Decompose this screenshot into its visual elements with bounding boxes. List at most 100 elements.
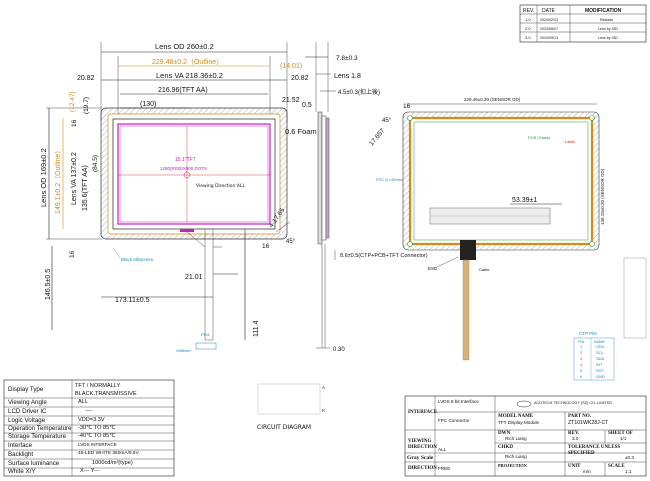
tb-interface-value: LVDS 8 bit Interface [438, 399, 479, 404]
date-header: DATE [542, 8, 556, 14]
spec-label-viewing-angle: Viewing Angle [8, 399, 47, 406]
tb-direction-label: DIRECTION [408, 466, 437, 471]
dim-top-16: 16 [71, 119, 78, 127]
tb-part-value: ZT101WK28J-CT [568, 420, 609, 426]
dim-side-bottom: 0.30 [333, 347, 345, 353]
tb-direction-value: FREE [438, 466, 451, 471]
pin-row-4-pin: 4 [580, 362, 583, 367]
dim-tft-aa-w: 216.96(TFT AA) [158, 87, 208, 94]
pcb-note: PCB (Glass) [528, 135, 551, 140]
tb-tolerance-value: ±0.3 [625, 455, 634, 460]
spec-value-logic-voltage: VDD=3.3V [78, 417, 105, 423]
tb-part-label: PART NO. [568, 414, 591, 419]
dim-tft-aa-h: 135.6(TFT AA) [82, 165, 89, 211]
spec-label-interface: Interface [8, 442, 33, 449]
tb-dwn-label: DWN [498, 431, 511, 436]
dim-total-h: 146.5±0.5 [45, 269, 52, 300]
tb-rev-label: REV. [568, 431, 580, 436]
pin-row-5-pin: 5 [580, 368, 583, 373]
spec-label-operation-temp: Operation Temperature [8, 425, 72, 432]
dim-back-16: 16 [403, 103, 411, 110]
pin-table-title: CTP PIN [579, 331, 597, 336]
spec-value-luminance: 1000cd/m²(type) [92, 460, 133, 466]
tb-gray-scale: Gray Scale [407, 455, 434, 461]
tb-scale-value: 1:1 [625, 469, 632, 474]
tb-interface-label: INTERFACE [408, 410, 438, 415]
spec-value-white-xy: X--- Y--- [80, 468, 100, 474]
tb-projection-label: PROJECTION [498, 463, 527, 468]
mod-3: Lens by IGD [598, 36, 618, 40]
date-1: 2024/02/23 [540, 18, 558, 22]
front-view: Lens OD 260±0.2 229.46±0.2（Outline） (14.… [39, 42, 309, 353]
tb-sheet-label: SHEET OF [608, 431, 633, 436]
dim-outline-w: 229.46±0.2（Outline） [152, 58, 223, 66]
dim-half-130: (130) [140, 101, 156, 108]
dim-left-20: 20.82 [77, 75, 95, 82]
rev-1: 1.0 [525, 17, 531, 22]
rev-2: 2.0 [525, 26, 531, 31]
mod-1: Release [600, 18, 613, 22]
tb-chkd-label: CHKD [498, 445, 513, 450]
back-top-label: 229.46±0.20 (SENSOR OD) [464, 97, 521, 102]
dim-outline-h: 149.1±0.2（Outline） [54, 147, 62, 214]
tb-viewing-label: VIEWING DIRECTION [408, 439, 437, 450]
pin-row-5-name: RST [596, 368, 604, 373]
back-side-label: 149.10±0.20 (SENSOR OD) [600, 168, 605, 225]
pin-row-3-pin: 3 [580, 356, 583, 361]
side-view: 7.8±0.3 Lens 1.8 4.5±0.3(扣上後) 0.5 0.6 Fo… [285, 42, 428, 353]
pin-row-6-pin: 6 [580, 374, 583, 379]
spec-value-viewing-angle: ALL [78, 399, 88, 405]
dim-fpc-right: 21.01 [185, 274, 203, 281]
pin-header-pin: PIN [578, 340, 585, 344]
tb-fpc-value: FPC Connector [438, 418, 470, 423]
cable-label: Cable [479, 267, 490, 272]
dim-top-12: (12.47) [69, 91, 76, 112]
dim-back-53: 53.39±1 [512, 197, 537, 204]
spec-label-backlight: Backlight [8, 451, 34, 458]
resolution-label: 1280(RGB)X800 DOTS [160, 166, 207, 171]
dim-module-thk: 4.5±0.3(扣上後) [338, 88, 380, 96]
spec-label-logic-voltage: Logic Voltage [8, 417, 46, 424]
pin-header-name: NAME [594, 340, 605, 344]
dim-right-20: 20.82 [291, 75, 309, 82]
pin-row-1-pin: 1 [580, 344, 583, 349]
dim-lens-va-h: Lens VA 137±0.2 [71, 152, 78, 205]
dim-fpc-tail: 111.4 [253, 320, 260, 337]
dim-fpc-45: 45° [286, 239, 296, 245]
pin-row-2-name: SCL [596, 350, 604, 355]
date-3: 2024/09/13 [540, 36, 558, 40]
modification-header: MODIFICATION [585, 8, 622, 14]
fpc-note: FPC (L=45mm) [376, 177, 404, 182]
dim-top-19: (19.7) [83, 97, 90, 114]
date-2: 2024/08/07 [540, 27, 558, 31]
dim-back-17: 17.657 [368, 127, 386, 147]
panel-size-label: 15.1"TFT [175, 157, 196, 163]
tb-sheet-value: 1/1 [620, 436, 627, 441]
tb-dwn-value: Rich Liang [505, 436, 527, 441]
pin-row-4-name: INT [596, 362, 603, 367]
dim-back-45: 45° [382, 118, 392, 124]
circuit-diagram: A K CIRCUIT DIAGRAM [257, 383, 325, 431]
tb-unit-value: mm [583, 469, 591, 474]
mod-2: Lens by IGD [598, 27, 618, 31]
tb-company: ACDTECH TECHNOLOGY (SZ) CO.,LIMITED [534, 401, 613, 405]
tb-viewing-value: ALL [438, 447, 447, 452]
spec-label-storage-temp: Storage Temperature [8, 433, 67, 440]
stiffener-label: Stiffener [176, 348, 191, 353]
parts-list [623, 257, 647, 339]
spec-label-white-xy: White X/Y [8, 468, 36, 475]
spec-label-luminance: Surface luminance [8, 460, 60, 467]
tb-model-value: TFT Display Module [498, 420, 540, 425]
spec-value-backlight: 45-LED WHITE 360mA/9.6V [78, 451, 139, 456]
dim-lens-od-h: Lens OD 169±0.2 [39, 148, 48, 207]
tb-model-label: MODEL NAME [498, 414, 534, 419]
title-block [404, 395, 647, 477]
black-ink-note: Black silkscreen [121, 257, 154, 262]
back-view: 229.46±0.20 (SENSOR OD) 16 45° 17.657 14… [368, 97, 605, 361]
spec-value-display-type: TFT / NORMALLY BLACK,TRANSMISSIVE [75, 383, 137, 397]
dim-bottom-16: 16 [69, 250, 76, 258]
circuit-a-label: A [322, 385, 325, 390]
spec-label-display-type: Display Type [8, 386, 44, 393]
dim-right-21: 21.52 [282, 97, 300, 104]
